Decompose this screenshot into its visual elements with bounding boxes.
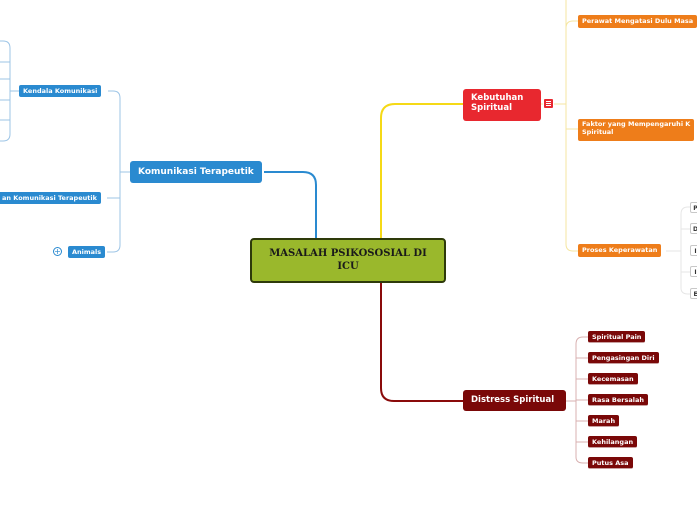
topic-kendala-komunikasi[interactable]: Kendala Komunikasi <box>19 85 102 97</box>
central-topic-line1: MASALAH PSIKOSOSIAL DI <box>269 248 427 259</box>
topic-kecemasan[interactable]: Kecemasan <box>588 373 638 385</box>
faktor-line2: Spiritual <box>582 127 614 136</box>
central-topic[interactable]: MASALAH PSIKOSOSIAL DI ICU <box>250 238 446 283</box>
topic-putus-asa[interactable]: Putus Asa <box>588 457 633 469</box>
topic-perawat-mengatasi[interactable]: Perawat Mengatasi Dulu Masa <box>578 15 697 28</box>
topic-pengasingan-diri[interactable]: Pengasingan Diri <box>588 352 659 364</box>
topic-komunikasi-terapeutik[interactable]: Komunikasi Terapeutik <box>130 161 262 183</box>
topic-spiritual-pain[interactable]: Spiritual Pain <box>588 331 646 343</box>
topic-teknik-komunikasi-terapeutik[interactable]: an Komunikasi Terapeutik <box>0 192 101 204</box>
kebutuhan-line2: Spiritual <box>471 103 512 113</box>
proses-child-2[interactable]: D <box>690 223 697 234</box>
expand-toggle-icon[interactable]: + <box>53 247 62 256</box>
kebutuhan-line1: Kebutuhan <box>471 93 524 103</box>
central-topic-line2: ICU <box>337 261 359 272</box>
topic-rasa-bersalah[interactable]: Rasa Bersalah <box>588 394 648 406</box>
topic-distress-spiritual[interactable]: Distress Spiritual <box>463 390 566 411</box>
topic-faktor-yang-mempengaruhi[interactable]: Faktor yang Mempengaruhi K Spiritual <box>578 119 695 141</box>
proses-child-5[interactable]: E <box>690 288 697 299</box>
topic-proses-keperawatan[interactable]: Proses Keperawatan <box>578 244 662 257</box>
faktor-line1: Faktor yang Mempengaruhi K <box>582 120 691 128</box>
proses-child-4[interactable]: I <box>690 266 697 277</box>
proses-child-3[interactable]: I <box>690 245 697 256</box>
proses-child-1[interactable]: P <box>690 202 697 213</box>
topic-animals[interactable]: Animals <box>68 246 106 258</box>
note-icon[interactable] <box>543 98 554 109</box>
topic-kehilangan[interactable]: Kehilangan <box>588 436 638 448</box>
topic-marah[interactable]: Marah <box>588 415 620 427</box>
topic-kebutuhan-spiritual[interactable]: Kebutuhan Spiritual <box>463 89 541 121</box>
